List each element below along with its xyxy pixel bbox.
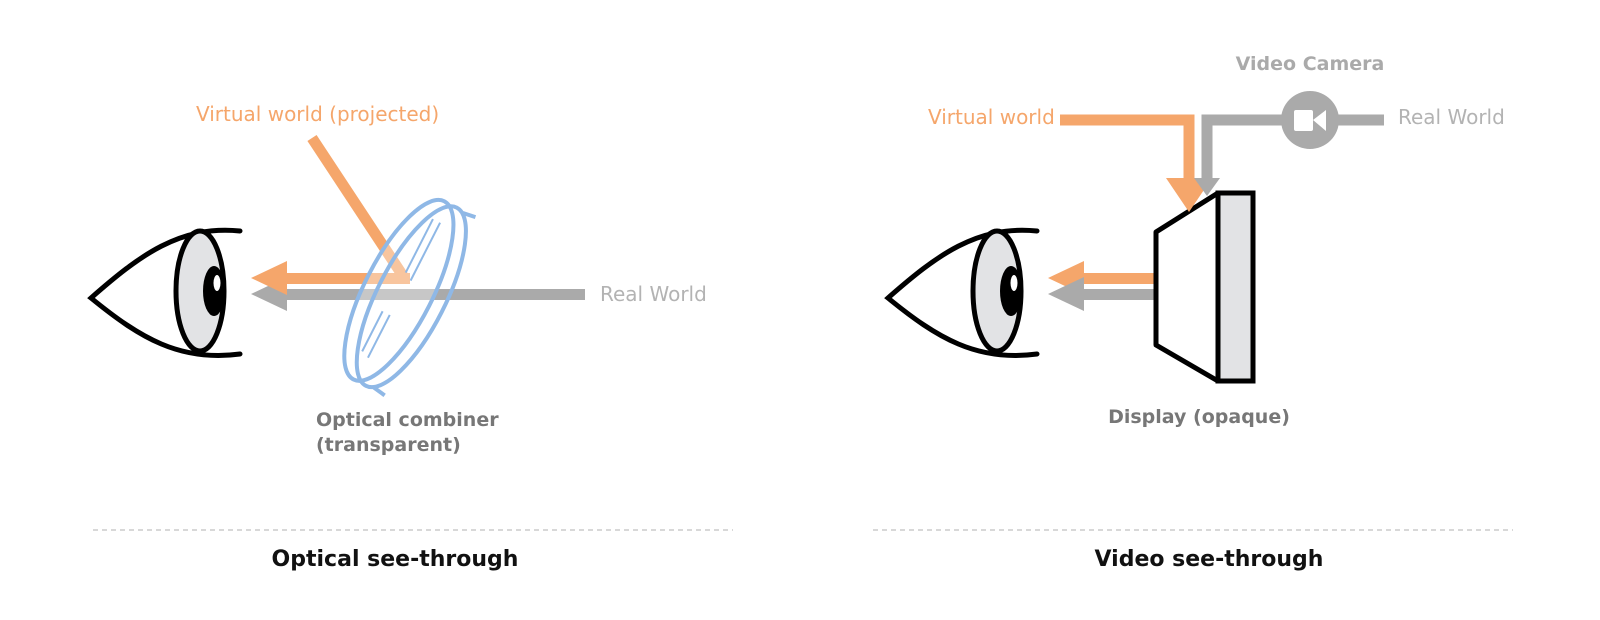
- panel-caption: Video see-through: [1095, 547, 1324, 572]
- display-opaque: [1153, 190, 1256, 384]
- camera-label: Video Camera: [1236, 53, 1385, 75]
- combiner-label-line1: Optical combiner: [316, 409, 499, 431]
- video-camera-icon: [1281, 91, 1339, 149]
- real-world-label: Real World: [600, 282, 707, 306]
- virtual-world-label: Virtual world (projected): [196, 102, 439, 126]
- real-world-label: Real World: [1398, 105, 1505, 129]
- panel-caption: Optical see-through: [272, 547, 519, 572]
- display-real-arrow: [1048, 277, 1185, 311]
- virtual-world-arrow: [1060, 114, 1212, 212]
- eye-icon: [884, 227, 1040, 359]
- virtual-world-label: Virtual world: [928, 105, 1055, 129]
- display-label: Display (opaque): [1108, 406, 1290, 428]
- optical-panel: Virtual world (projected) Real World Opt…: [87, 102, 733, 572]
- virtual-world-arrow: [251, 134, 410, 295]
- eye-icon: [87, 227, 243, 359]
- optical-combiner: [342, 197, 477, 397]
- combiner-label-line2: (transparent): [316, 434, 461, 456]
- video-panel: Virtual world Real World Video Camera Di…: [873, 53, 1513, 572]
